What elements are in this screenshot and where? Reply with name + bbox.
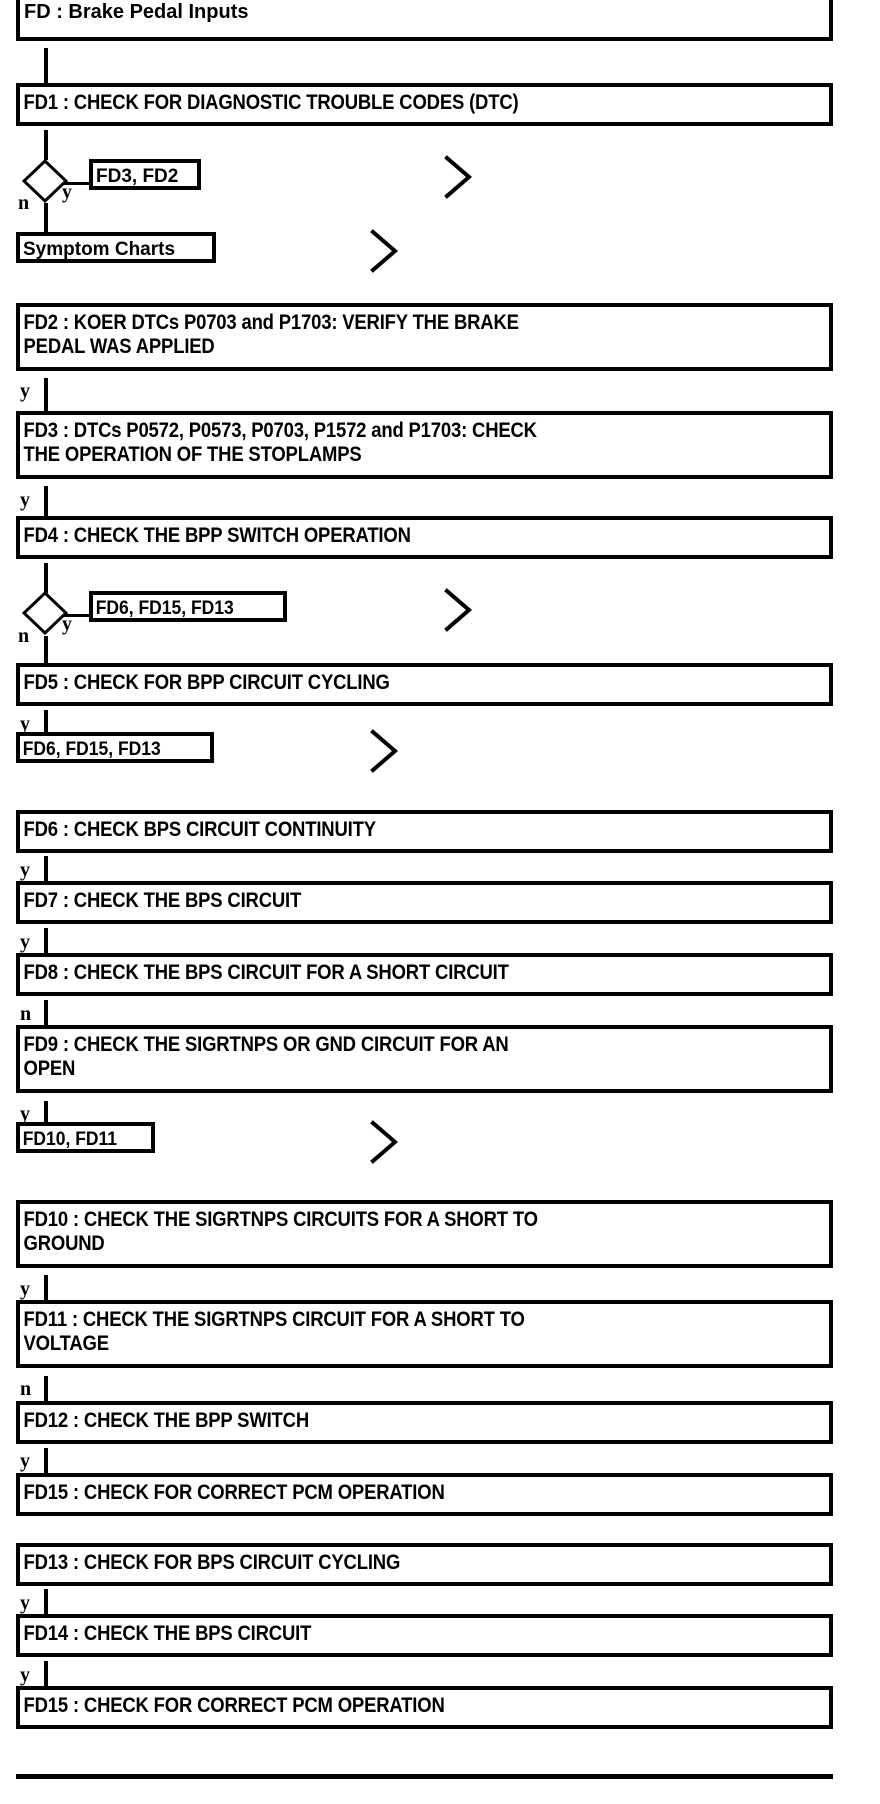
chevron-right-icon-2 [368,228,400,274]
step-label-fd13: FD13 : CHECK FOR BPS CIRCUIT CYCLING [23,1550,401,1574]
reference-label-symptom-charts: Symptom Charts [23,238,176,260]
step-box-fd13[interactable]: FD13 : CHECK FOR BPS CIRCUIT CYCLING [16,1542,833,1586]
step-box-fd14[interactable]: FD14 : CHECK THE BPS CIRCUIT [16,1614,833,1658]
decision-diamond-icon-1[interactable] [22,158,68,203]
connector-decision-1-yes [64,181,92,185]
connector-fd12-to-fd15a [44,1447,48,1475]
step-box-fd15-a[interactable]: FD15 : CHECK FOR CORRECT PCM OPERATION [16,1472,833,1516]
branch-label-yes-3: y [20,488,30,511]
step-box-fd12[interactable]: FD12 : CHECK THE BPP SWITCH [16,1400,833,1444]
decision-diamond-icon-2[interactable] [22,591,68,636]
branch-label-yes-5: y [20,712,30,735]
step-box-fd3[interactable]: FD3 : DTCs P0572, P0573, P0703, P1572 an… [16,411,833,480]
branch-label-yes-9: y [20,1277,30,1300]
reference-label-fd6-fd15-fd13-upper: FD6, FD15, FD13 [95,598,234,620]
branch-label-yes-1: y [62,180,72,203]
reference-label-fd6-fd15-fd13-lower: FD6, FD15, FD13 [22,738,161,760]
chevron-right-icon-1 [442,154,474,200]
connector-decision-2-no [44,635,48,668]
branch-label-no-2: n [18,624,30,647]
branch-label-no-4: n [20,1378,32,1401]
branch-label-yes-7: y [20,930,30,953]
step-label-fd9: FD9 : CHECK THE SIGRTNPS OR GND CIRCUIT … [23,1033,509,1081]
connector-fd13-to-fd14 [44,1589,48,1616]
reference-label-fd10-fd11: FD10, FD11 [22,1129,118,1151]
connector-decision-1-no [44,203,48,236]
step-label-fd6: FD6 : CHECK BPS CIRCUIT CONTINUITY [23,817,377,841]
step-label-fd1: FD1 : CHECK FOR DIAGNOSTIC TROUBLE CODES… [23,91,519,115]
connector-fd5-to-ref [44,710,48,736]
branch-label-yes-11: y [20,1591,30,1614]
connector-fd3-to-fd4 [44,486,48,521]
connector-decision-2-yes [64,614,92,618]
step-box-fd11[interactable]: FD11 : CHECK THE SIGRTNPS CIRCUIT FOR A … [16,1300,833,1369]
branch-label-yes-12: y [20,1663,30,1686]
connector-fd1-to-decision-1 [44,130,48,160]
connector-fd4-to-decision-2 [44,562,48,593]
reference-box-fd10-fd11[interactable]: FD10, FD11 [16,1122,155,1154]
page-title: FD : Brake Pedal Inputs [24,1,249,24]
connector-fd8-to-fd9 [44,1000,48,1027]
connector-fd2-to-fd3 [44,377,48,413]
step-label-fd11: FD11 : CHECK THE SIGRTNPS CIRCUIT FOR A … [23,1308,525,1356]
bottom-divider-rule [16,1774,833,1780]
step-box-fd2[interactable]: FD2 : KOER DTCs P0703 and P1703: VERIFY … [16,302,833,371]
step-box-fd15-b[interactable]: FD15 : CHECK FOR CORRECT PCM OPERATION [16,1686,833,1730]
chevron-right-icon-5 [368,1119,400,1165]
step-label-fd8: FD8 : CHECK THE BPS CIRCUIT FOR A SHORT … [23,961,509,985]
connector-fd11-to-fd12 [44,1375,48,1403]
branch-label-yes-2: y [20,380,30,403]
chart-header-box: FD : Brake Pedal Inputs [16,0,833,42]
step-box-fd6[interactable]: FD6 : CHECK BPS CIRCUIT CONTINUITY [16,809,833,853]
step-box-fd9[interactable]: FD9 : CHECK THE SIGRTNPS OR GND CIRCUIT … [16,1025,833,1094]
step-label-fd7: FD7 : CHECK THE BPS CIRCUIT [23,889,302,913]
step-box-fd10[interactable]: FD10 : CHECK THE SIGRTNPS CIRCUITS FOR A… [16,1200,833,1268]
branch-label-yes-10: y [20,1450,30,1473]
step-label-fd15-a: FD15 : CHECK FOR CORRECT PCM OPERATION [23,1480,445,1504]
step-label-fd5: FD5 : CHECK FOR BPP CIRCUIT CYCLING [23,671,390,695]
step-label-fd15-b: FD15 : CHECK FOR CORRECT PCM OPERATION [23,1694,445,1718]
branch-label-yes-6: y [20,858,30,881]
reference-box-fd6-fd15-fd13-lower[interactable]: FD6, FD15, FD13 [16,731,214,763]
reference-box-symptom-charts[interactable]: Symptom Charts [16,231,216,263]
step-label-fd3: FD3 : DTCs P0572, P0573, P0703, P1572 an… [23,419,538,467]
step-box-fd5[interactable]: FD5 : CHECK FOR BPP CIRCUIT CYCLING [16,663,833,707]
step-box-fd7[interactable]: FD7 : CHECK THE BPS CIRCUIT [16,881,833,925]
connector-fd14-to-fd15b [44,1661,48,1688]
step-label-fd12: FD12 : CHECK THE BPP SWITCH [23,1408,310,1432]
branch-label-no-3: n [20,1002,32,1025]
branch-label-yes-4: y [62,613,72,636]
chevron-right-icon-4 [368,728,400,774]
chevron-right-icon-3 [442,587,474,633]
branch-label-yes-8: y [20,1103,30,1126]
step-label-fd14: FD14 : CHECK THE BPS CIRCUIT [23,1622,312,1646]
connector-fd7-to-fd8 [44,928,48,955]
reference-label-fd3-fd2: FD3, FD2 [96,165,179,187]
connector-fd6-to-fd7 [44,856,48,883]
connector-fd10-to-fd11 [44,1275,48,1302]
reference-box-fd3-fd2[interactable]: FD3, FD2 [89,158,201,190]
step-label-fd10: FD10 : CHECK THE SIGRTNPS CIRCUITS FOR A… [23,1208,539,1255]
step-box-fd4[interactable]: FD4 : CHECK THE BPP SWITCH OPERATION [16,516,833,560]
step-box-fd8[interactable]: FD8 : CHECK THE BPS CIRCUIT FOR A SHORT … [16,953,833,997]
step-label-fd4: FD4 : CHECK THE BPP SWITCH OPERATION [23,524,411,548]
connector-fd9-to-ref [44,1100,48,1126]
step-box-fd1[interactable]: FD1 : CHECK FOR DIAGNOSTIC TROUBLE CODES… [16,83,833,127]
reference-box-fd6-fd15-fd13-upper[interactable]: FD6, FD15, FD13 [89,591,287,623]
branch-label-no-1: n [18,191,30,214]
connector-header-to-fd1 [44,47,48,87]
step-label-fd2: FD2 : KOER DTCs P0703 and P1703: VERIFY … [23,310,519,358]
